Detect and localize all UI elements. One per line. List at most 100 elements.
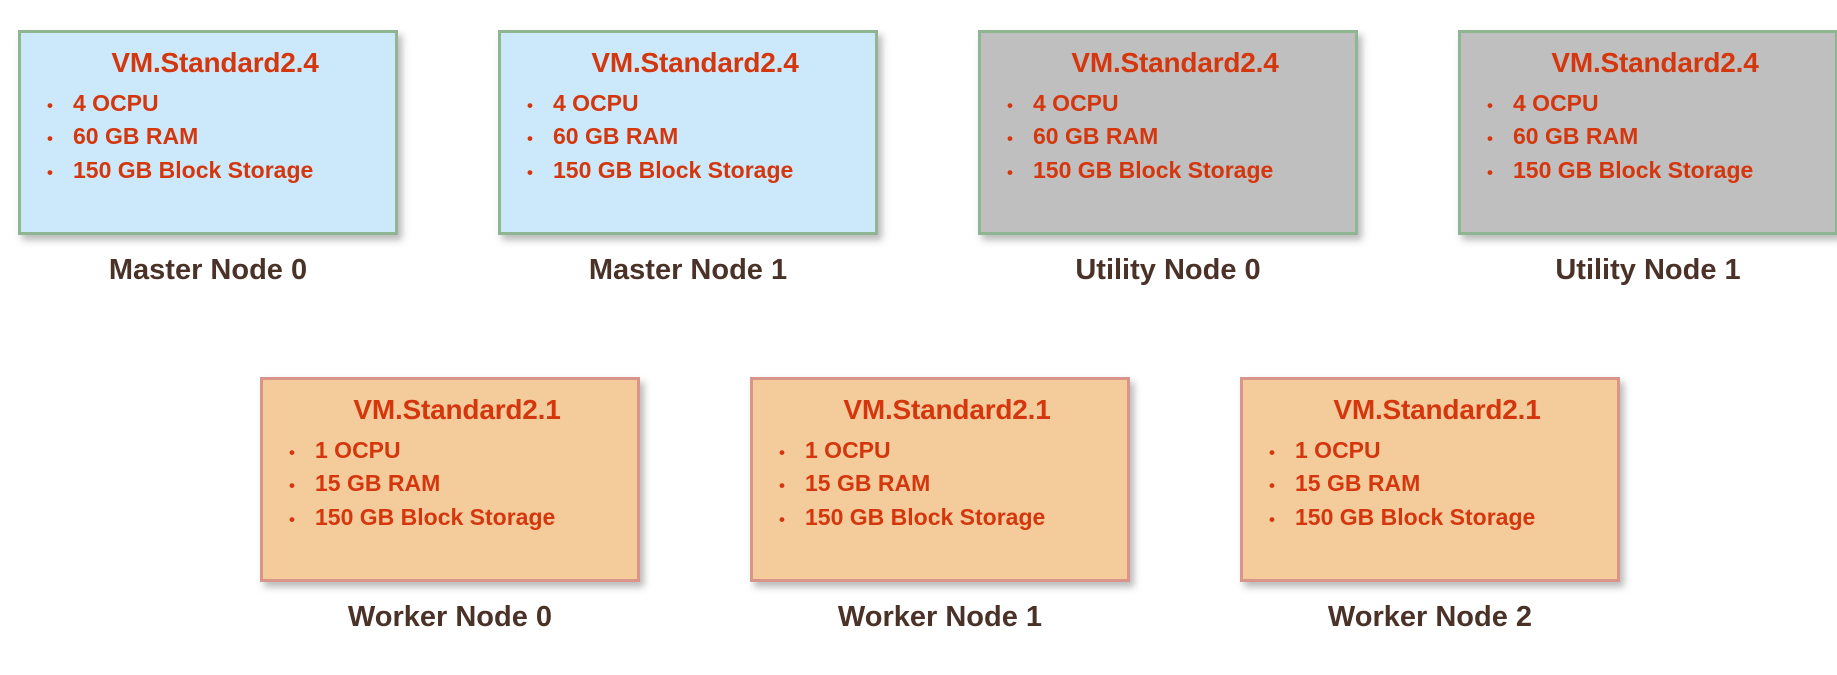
bullet-icon: • bbox=[527, 162, 533, 182]
node-spec-list: • 4 OCPU • 60 GB RAM • 150 GB Block Storage bbox=[501, 87, 875, 187]
bullet-icon: • bbox=[1487, 96, 1493, 115]
node-label-worker-node-1: Worker Node 1 bbox=[837, 601, 1043, 633]
node-group-utility-node-0: VM.Standard2.4 • 4 OCPU • 60 GB RAM • 150 GB B… bbox=[978, 30, 1358, 287]
node-spec-text: 1 OCPU bbox=[315, 437, 401, 463]
node-spec-item: • 1 OCPU bbox=[779, 434, 1127, 467]
node-spec-text: 60 GB RAM bbox=[1513, 123, 1639, 150]
node-spec-item: • 15 GB RAM bbox=[1269, 467, 1617, 500]
bullet-icon: • bbox=[527, 129, 533, 149]
node-spec-item: • 1 OCPU bbox=[289, 434, 637, 467]
node-shape-title: VM.Standard2.4 bbox=[1071, 47, 1279, 78]
node-group-master-node-1: VM.Standard2.4 • 4 OCPU • 60 GB RAM • 150 GB B… bbox=[498, 30, 878, 287]
node-spec-text: 4 OCPU bbox=[1033, 90, 1119, 116]
bullet-icon: • bbox=[47, 96, 53, 115]
bullet-icon: • bbox=[1007, 96, 1013, 115]
node-spec-text: 1 OCPU bbox=[1295, 437, 1381, 463]
node-spec-text: 15 GB RAM bbox=[1295, 470, 1421, 497]
node-spec-list: • 4 OCPU • 60 GB RAM • 150 GB Block Storage bbox=[1461, 87, 1835, 187]
bullet-icon: • bbox=[779, 443, 785, 462]
node-group-worker-node-0: VM.Standard2.1 • 1 OCPU • 15 GB RAM • 150 GB B… bbox=[260, 377, 640, 634]
node-label-master-node-0: Master Node 0 bbox=[108, 254, 308, 286]
node-spec-text: 150 GB Block Storage bbox=[553, 156, 794, 183]
node-spec-item: • 150 GB Block Storage bbox=[47, 154, 395, 187]
bullet-icon: • bbox=[289, 509, 295, 529]
node-spec-text: 1 OCPU bbox=[805, 437, 891, 463]
bullet-icon: • bbox=[1269, 509, 1275, 529]
node-spec-item: • 60 GB RAM bbox=[1007, 120, 1355, 153]
node-spec-text: 150 GB Block Storage bbox=[805, 503, 1046, 530]
node-card-worker-node-1[interactable]: VM.Standard2.1 • 1 OCPU • 15 GB RAM • 150 GB B… bbox=[750, 377, 1130, 582]
node-spec-item: • 150 GB Block Storage bbox=[527, 154, 875, 187]
node-spec-item: • 60 GB RAM bbox=[527, 120, 875, 153]
node-spec-list: • 4 OCPU • 60 GB RAM • 150 GB Block Storage bbox=[21, 87, 395, 187]
node-group-worker-node-2: VM.Standard2.1 • 1 OCPU • 15 GB RAM • 150 GB B… bbox=[1240, 377, 1620, 634]
node-spec-text: 15 GB RAM bbox=[805, 470, 931, 497]
node-spec-item: • 4 OCPU bbox=[1487, 87, 1835, 120]
node-label-utility-node-1: Utility Node 1 bbox=[1555, 254, 1741, 286]
node-spec-item: • 15 GB RAM bbox=[779, 467, 1127, 500]
node-card-worker-node-0[interactable]: VM.Standard2.1 • 1 OCPU • 15 GB RAM • 150 GB B… bbox=[260, 377, 640, 582]
node-shape-title: VM.Standard2.1 bbox=[353, 394, 561, 425]
bullet-icon: • bbox=[1269, 443, 1275, 462]
node-spec-text: 150 GB Block Storage bbox=[1033, 156, 1274, 183]
node-card-master-node-1[interactable]: VM.Standard2.4 • 4 OCPU • 60 GB RAM • 150 GB B… bbox=[498, 30, 878, 235]
bullet-icon: • bbox=[289, 443, 295, 462]
bullet-icon: • bbox=[779, 476, 785, 496]
node-spec-text: 150 GB Block Storage bbox=[315, 503, 556, 530]
node-shape-title: VM.Standard2.4 bbox=[111, 47, 319, 78]
node-spec-item: • 150 GB Block Storage bbox=[1487, 154, 1835, 187]
node-spec-item: • 150 GB Block Storage bbox=[1269, 501, 1617, 534]
node-label-master-node-1: Master Node 1 bbox=[588, 254, 788, 286]
node-spec-list: • 1 OCPU • 15 GB RAM • 150 GB Block Storage bbox=[1243, 434, 1617, 534]
bullet-icon: • bbox=[47, 129, 53, 149]
node-spec-item: • 4 OCPU bbox=[527, 87, 875, 120]
bullet-icon: • bbox=[289, 476, 295, 496]
node-spec-text: 4 OCPU bbox=[553, 90, 639, 116]
node-spec-item: • 150 GB Block Storage bbox=[289, 501, 637, 534]
node-spec-text: 15 GB RAM bbox=[315, 470, 441, 497]
node-shape-title: VM.Standard2.1 bbox=[1333, 394, 1541, 425]
node-card-master-node-0[interactable]: VM.Standard2.4 • 4 OCPU • 60 GB RAM • 150 GB B… bbox=[18, 30, 398, 235]
node-spec-item: • 60 GB RAM bbox=[1487, 120, 1835, 153]
bullet-icon: • bbox=[1487, 162, 1493, 182]
node-spec-text: 150 GB Block Storage bbox=[1295, 503, 1536, 530]
bullet-icon: • bbox=[1007, 129, 1013, 149]
node-label-worker-node-0: Worker Node 0 bbox=[347, 601, 553, 633]
node-label-worker-node-2: Worker Node 2 bbox=[1327, 601, 1533, 633]
bullet-icon: • bbox=[1487, 129, 1493, 149]
node-card-utility-node-1[interactable]: VM.Standard2.4 • 4 OCPU • 60 GB RAM • 150 GB B… bbox=[1458, 30, 1837, 235]
node-spec-text: 60 GB RAM bbox=[553, 123, 679, 150]
node-group-worker-node-1: VM.Standard2.1 • 1 OCPU • 15 GB RAM • 150 GB B… bbox=[750, 377, 1130, 634]
node-card-utility-node-0[interactable]: VM.Standard2.4 • 4 OCPU • 60 GB RAM • 150 GB B… bbox=[978, 30, 1358, 235]
bullet-icon: • bbox=[527, 96, 533, 115]
bullet-icon: • bbox=[1007, 162, 1013, 182]
node-spec-item: • 4 OCPU bbox=[47, 87, 395, 120]
node-spec-item: • 60 GB RAM bbox=[47, 120, 395, 153]
node-label-utility-node-0: Utility Node 0 bbox=[1075, 254, 1261, 286]
bullet-icon: • bbox=[779, 509, 785, 529]
node-spec-text: 150 GB Block Storage bbox=[73, 156, 314, 183]
control-and-utility-node-row: VM.Standard2.4 • 4 OCPU • 60 GB RAM • 150 GB B… bbox=[0, 30, 1837, 287]
worker-node-row: VM.Standard2.1 • 1 OCPU • 15 GB RAM • 150 GB B… bbox=[0, 377, 1837, 634]
node-spec-text: 150 GB Block Storage bbox=[1513, 156, 1754, 183]
node-spec-item: • 150 GB Block Storage bbox=[779, 501, 1127, 534]
node-spec-list: • 1 OCPU • 15 GB RAM • 150 GB Block Storage bbox=[753, 434, 1127, 534]
node-spec-item: • 150 GB Block Storage bbox=[1007, 154, 1355, 187]
node-shape-title: VM.Standard2.4 bbox=[591, 47, 799, 78]
node-spec-item: • 1 OCPU bbox=[1269, 434, 1617, 467]
node-spec-item: • 4 OCPU bbox=[1007, 87, 1355, 120]
node-shape-title: VM.Standard2.1 bbox=[843, 394, 1051, 425]
bullet-icon: • bbox=[1269, 476, 1275, 496]
node-spec-text: 4 OCPU bbox=[73, 90, 159, 116]
node-card-worker-node-2[interactable]: VM.Standard2.1 • 1 OCPU • 15 GB RAM • 150 GB B… bbox=[1240, 377, 1620, 582]
node-spec-text: 60 GB RAM bbox=[73, 123, 199, 150]
bullet-icon: • bbox=[47, 162, 53, 182]
node-spec-list: • 1 OCPU • 15 GB RAM • 150 GB Block Storage bbox=[263, 434, 637, 534]
node-spec-text: 4 OCPU bbox=[1513, 90, 1599, 116]
node-group-utility-node-1: VM.Standard2.4 • 4 OCPU • 60 GB RAM • 150 GB B… bbox=[1458, 30, 1837, 287]
node-spec-list: • 4 OCPU • 60 GB RAM • 150 GB Block Storage bbox=[981, 87, 1355, 187]
node-shape-title: VM.Standard2.4 bbox=[1551, 47, 1759, 78]
node-spec-item: • 15 GB RAM bbox=[289, 467, 637, 500]
node-spec-text: 60 GB RAM bbox=[1033, 123, 1159, 150]
